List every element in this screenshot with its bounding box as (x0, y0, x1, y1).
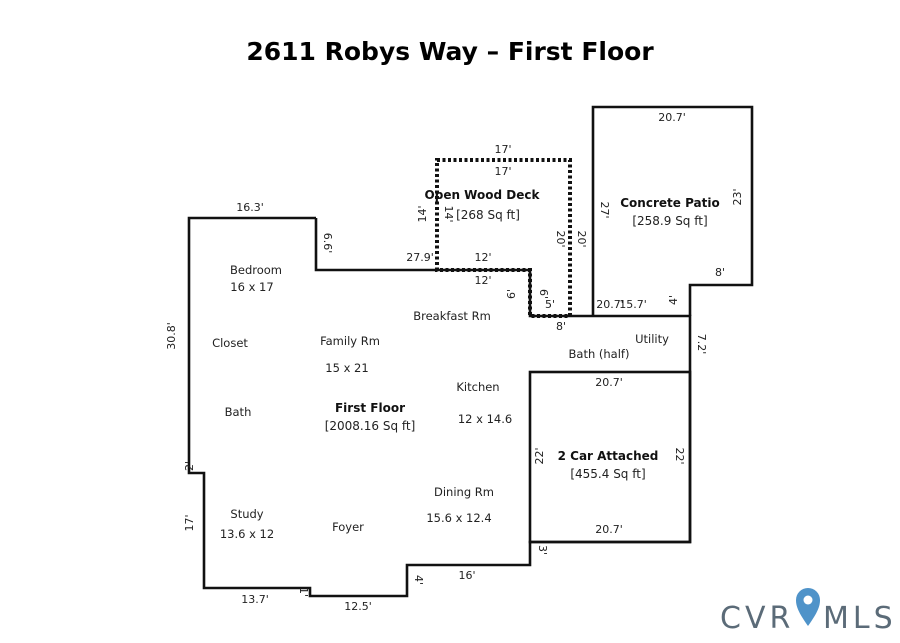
room-dining-size: 15.6 x 12.4 (426, 511, 491, 525)
room-bedroom: Bedroom (230, 263, 282, 277)
room-kitchen-size: 12 x 14.6 (458, 412, 512, 426)
garage-outline (528, 370, 692, 544)
room-family: Family Rm (320, 334, 380, 348)
room-bath-half: Bath (half) (569, 347, 630, 361)
first-floor-sqft: [2008.16 Sq ft] (325, 419, 416, 433)
dim-patio-right: 23' (731, 188, 744, 205)
room-kitchen: Kitchen (456, 380, 499, 394)
room-bedroom-size: 16 x 17 (230, 280, 273, 294)
patio-outline (591, 105, 754, 316)
dim-patio-top: 20.7' (658, 111, 686, 124)
dim-notch-under: 8' (556, 320, 566, 333)
dim-house-bottom-right: 16' (458, 569, 475, 582)
dim-house-left: 30.8' (165, 322, 178, 350)
dim-garage-top: 20.7' (595, 376, 623, 389)
dim-deck-bottom-outer: 12' (474, 251, 491, 264)
room-dining: Dining Rm (434, 485, 494, 499)
room-bath: Bath (225, 405, 252, 419)
garage-sqft: [455.4 Sq ft] (570, 467, 645, 481)
dim-house-top-long: 27.9' (406, 251, 434, 264)
house-outline (187, 216, 692, 598)
dim-deck-left-inner: 14' (442, 205, 455, 222)
dim-patio-left: 27' (598, 201, 611, 218)
dim-house-top: 16.3' (236, 201, 264, 214)
dim-house-bottom-jog: 4' (412, 575, 425, 585)
dim-utility-right: 7.2' (695, 334, 708, 355)
dim-house-bottom-step: 1' (297, 587, 310, 597)
dim-deck-left-outer: 14' (416, 205, 429, 222)
dim-deck-notch-inner: 6' (537, 289, 550, 299)
logo-text-right: MLS (823, 601, 897, 636)
room-family-size: 15 x 21 (325, 361, 368, 375)
patio-name: Concrete Patio (620, 196, 719, 210)
dim-house-bottom-mid: 12.5' (344, 600, 372, 613)
dim-garage-bottom: 20.7' (595, 523, 623, 536)
dim-deck-top-outer: 17' (494, 143, 511, 156)
deck-sqft: [268 Sq ft] (456, 208, 520, 222)
room-foyer: Foyer (332, 520, 364, 534)
room-study-size: 13.6 x 12 (220, 527, 274, 541)
logo-text-left: CVR (720, 601, 794, 636)
dim-house-step: 6.6' (321, 233, 334, 254)
dim-deck-top-inner: 17' (494, 165, 511, 178)
room-utility: Utility (635, 332, 669, 346)
dim-house-jog: 2' (183, 461, 196, 471)
dim-patio-base-right: 15.7' (619, 298, 647, 311)
garage-name: 2 Car Attached (558, 449, 659, 463)
room-study: Study (230, 507, 263, 521)
dim-deck-right-outer: 20' (575, 230, 588, 247)
first-floor-name: First Floor (335, 401, 405, 415)
dim-garage-right: 22' (673, 447, 686, 464)
dim-deck-right-inner: 20' (554, 230, 567, 247)
dim-deck-bottom-inner: 12' (474, 274, 491, 287)
map-pin-icon (796, 588, 820, 626)
dim-patio-step: 4' (667, 295, 680, 305)
dim-house-right-jog: 3' (536, 545, 549, 555)
dim-deck-notch-left: 6' (505, 289, 518, 299)
cvrmls-logo: CVR MLS (720, 588, 897, 636)
room-breakfast: Breakfast Rm (413, 309, 491, 323)
dim-patio-bottom: 8' (715, 266, 725, 279)
plan-title: 2611 Robys Way – First Floor (246, 37, 654, 66)
deck-name: Open Wood Deck (425, 188, 541, 202)
dim-house-bottom-left: 13.7' (241, 593, 269, 606)
dim-deck-notch-bottom: 5' (545, 298, 555, 311)
dim-house-lower-left: 17' (183, 514, 196, 531)
patio-sqft: [258.9 Sq ft] (632, 214, 707, 228)
dim-patio-base-left: 20.7' (596, 298, 624, 311)
dim-garage-left: 22' (533, 447, 546, 464)
room-closet: Closet (212, 336, 248, 350)
deck-outline (435, 158, 572, 318)
